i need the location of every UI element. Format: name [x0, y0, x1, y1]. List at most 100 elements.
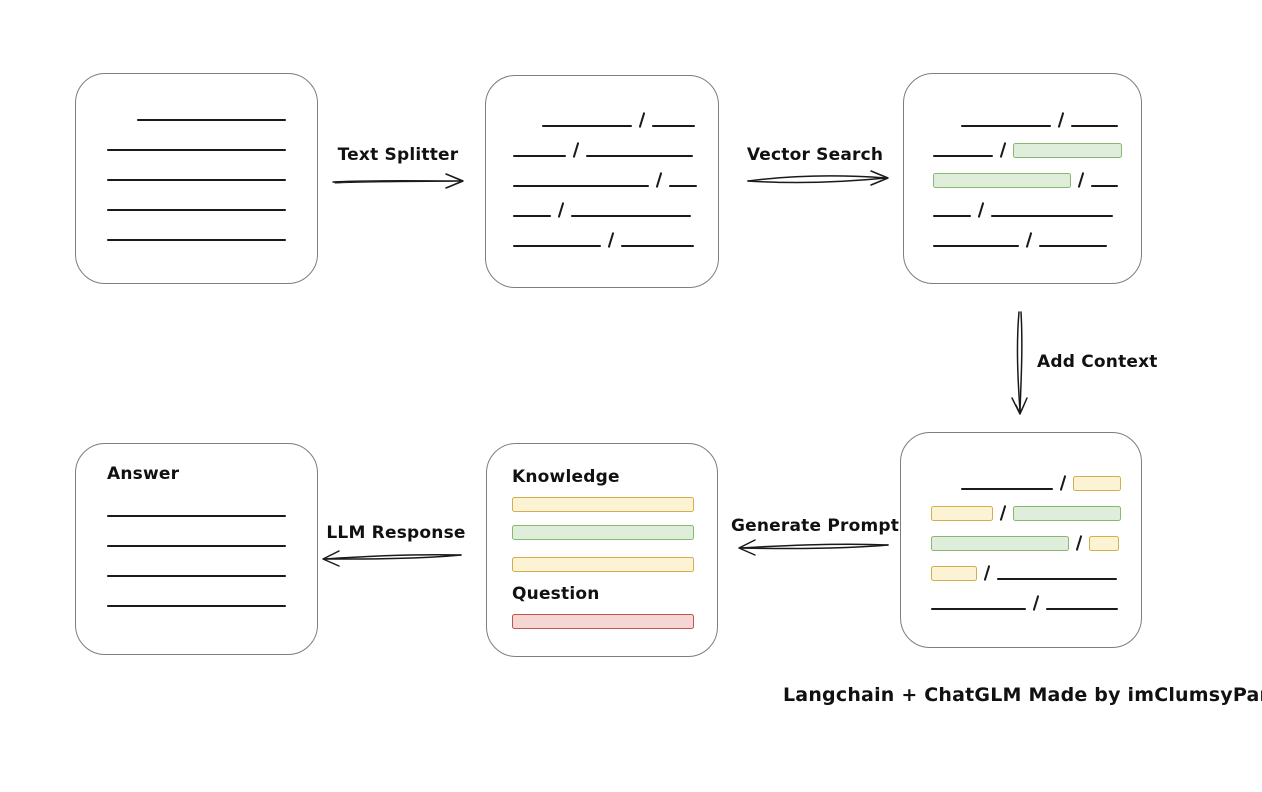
- slash-separator: [1059, 475, 1067, 491]
- text-line: [669, 185, 697, 187]
- text-row: [107, 136, 286, 152]
- slash-separator: [983, 565, 991, 581]
- text-line: [621, 245, 694, 247]
- text-row: [107, 502, 286, 518]
- text-line: [571, 215, 691, 217]
- text-row: [107, 532, 286, 548]
- slash-separator: [977, 202, 985, 218]
- green-highlight-bar: [931, 536, 1069, 551]
- vector-search-result-box: [903, 73, 1142, 284]
- vector-search-label: Vector Search: [746, 145, 884, 165]
- text-row: [107, 592, 286, 608]
- text-row: [513, 232, 697, 248]
- text-line: [513, 215, 551, 217]
- text-line: [107, 209, 286, 211]
- text-line: [933, 245, 1019, 247]
- generate-prompt-label: Generate Prompt: [731, 516, 900, 536]
- text-row: [107, 226, 286, 242]
- text-line: [1046, 608, 1118, 610]
- slash-separator: [999, 505, 1007, 521]
- slash-separator: [572, 142, 580, 158]
- chunk-lines: [513, 112, 697, 262]
- source-document-box: [75, 73, 318, 284]
- question-label: Question: [512, 584, 600, 604]
- text-line: [513, 155, 566, 157]
- yellow-highlight-bar: [931, 506, 993, 521]
- text-line: [997, 578, 1117, 580]
- credit-caption: Langchain + ChatGLM Made by imClumsyPand…: [783, 684, 1262, 706]
- text-row: [961, 475, 1121, 491]
- llm-response-label: LLM Response: [326, 523, 466, 543]
- text-row: [542, 112, 697, 128]
- slash-separator: [655, 172, 663, 188]
- yellow-highlight-bar: [1073, 476, 1121, 491]
- context-chunks-box: [900, 432, 1142, 648]
- yellow-highlight-bar: [1089, 536, 1119, 551]
- text-line: [933, 155, 993, 157]
- text-line: [991, 215, 1113, 217]
- text-line: [652, 125, 695, 127]
- green-highlight-bar: [933, 173, 1071, 188]
- yellow-highlight-bar: [931, 566, 977, 581]
- add-context-arrow: [1011, 311, 1028, 415]
- text-row: [961, 112, 1122, 128]
- text-line: [107, 575, 286, 577]
- text-line: [933, 215, 971, 217]
- slash-separator: [557, 202, 565, 218]
- slash-separator: [638, 112, 646, 128]
- slash-separator: [999, 142, 1007, 158]
- text-row: [513, 172, 697, 188]
- text-line: [107, 605, 286, 607]
- yellow-highlight-bar: [512, 497, 694, 512]
- slash-separator: [1025, 232, 1033, 248]
- text-line: [107, 545, 286, 547]
- generate-prompt-arrow: [738, 539, 889, 556]
- answer-box: Answer: [75, 443, 318, 655]
- slash-separator: [1032, 595, 1040, 611]
- text-line: [137, 119, 286, 121]
- text-splitter-label: Text Splitter: [337, 145, 459, 165]
- text-line: [1039, 245, 1107, 247]
- text-row: [931, 505, 1121, 521]
- text-line: [513, 245, 601, 247]
- green-highlight-bar: [1013, 143, 1122, 158]
- text-row: [107, 196, 286, 212]
- text-line: [107, 515, 286, 517]
- text-line: [931, 608, 1026, 610]
- retrieved-chunk-lines: [933, 112, 1122, 262]
- vector-search-arrow: [747, 170, 889, 186]
- text-row: [137, 106, 286, 122]
- text-row: [933, 142, 1122, 158]
- text-row: [107, 562, 286, 578]
- text-row: [933, 202, 1122, 218]
- text-line: [107, 239, 286, 241]
- text-row: [931, 595, 1121, 611]
- context-chunk-lines: [931, 475, 1121, 625]
- split-chunks-box: [485, 75, 719, 288]
- slash-separator: [1057, 112, 1065, 128]
- answer-lines: [107, 502, 286, 622]
- red-highlight-bar: [512, 614, 694, 629]
- text-line: [1091, 185, 1118, 187]
- document-lines: [107, 106, 286, 256]
- knowledge-label: Knowledge: [512, 467, 620, 487]
- text-line: [961, 125, 1051, 127]
- text-line: [513, 185, 649, 187]
- text-row: [513, 142, 697, 158]
- slash-separator: [1075, 535, 1083, 551]
- text-line: [1071, 125, 1118, 127]
- slash-separator: [1077, 172, 1085, 188]
- llm-response-arrow: [322, 550, 462, 567]
- text-splitter-arrow: [332, 173, 464, 189]
- text-row: [107, 166, 286, 182]
- text-line: [961, 488, 1053, 490]
- text-row: [933, 172, 1122, 188]
- text-line: [586, 155, 693, 157]
- text-line: [107, 149, 286, 151]
- green-highlight-bar: [512, 525, 694, 540]
- text-row: [513, 202, 697, 218]
- add-context-label: Add Context: [1037, 352, 1158, 372]
